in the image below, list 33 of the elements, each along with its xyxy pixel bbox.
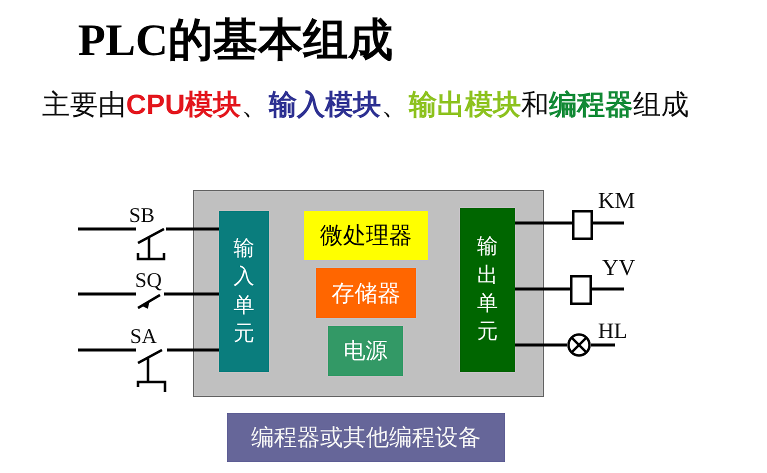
device-tag: SB bbox=[129, 205, 155, 226]
wire bbox=[78, 228, 136, 230]
module-label: 电源 bbox=[344, 338, 388, 364]
module-block bbox=[328, 326, 403, 376]
subtitle: 主要由CPU模块、输入模块、输出模块和编程器组成 bbox=[42, 88, 690, 123]
plc-housing bbox=[193, 190, 544, 397]
wire bbox=[593, 222, 624, 224]
wire bbox=[78, 292, 136, 296]
device-label: 编程器或其他编程设备 bbox=[251, 424, 481, 451]
unit-label: 输入单元 bbox=[234, 236, 254, 347]
module-label: 微处理器 bbox=[320, 222, 412, 249]
io-unit-panel bbox=[460, 208, 515, 372]
wire bbox=[78, 348, 136, 352]
wire bbox=[515, 222, 572, 224]
wire bbox=[591, 344, 615, 346]
device-panel bbox=[227, 413, 505, 462]
wire bbox=[164, 292, 219, 296]
device-tag: YV bbox=[602, 256, 636, 279]
title: PLC的基本组成 bbox=[78, 14, 393, 66]
wire bbox=[515, 344, 567, 346]
io-unit-panel bbox=[219, 211, 269, 372]
wire bbox=[592, 288, 624, 290]
module-block bbox=[316, 268, 416, 318]
device-tag: SA bbox=[130, 326, 157, 347]
module-label: 存储器 bbox=[332, 280, 400, 306]
unit-label: 输出单元 bbox=[477, 234, 498, 346]
wire bbox=[515, 288, 570, 290]
device-tag: SQ bbox=[135, 270, 162, 291]
device-tag: HL bbox=[598, 320, 628, 342]
wire bbox=[167, 348, 219, 352]
device-tag: KM bbox=[598, 189, 636, 212]
wire bbox=[166, 228, 219, 230]
module-block bbox=[304, 211, 428, 260]
